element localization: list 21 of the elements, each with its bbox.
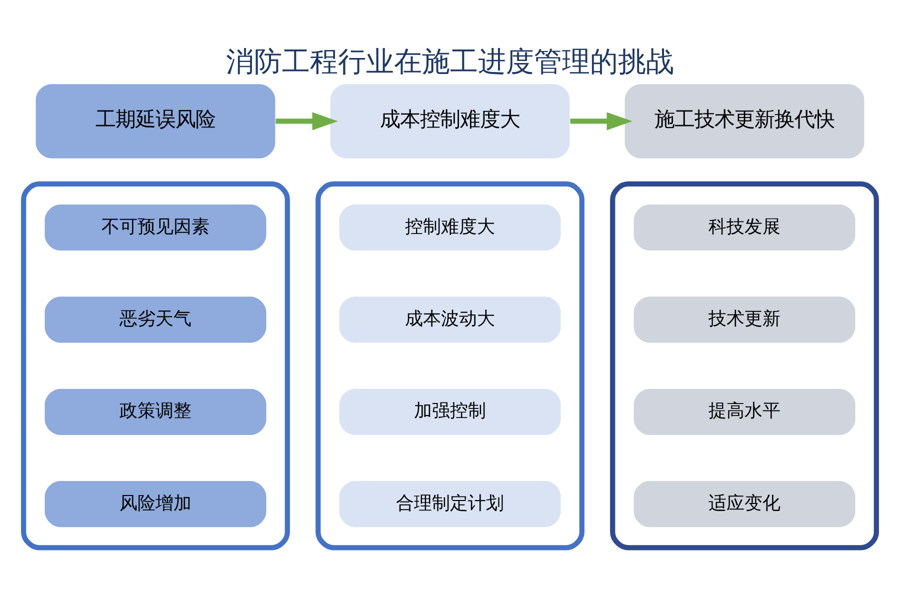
cluster <box>610 180 879 550</box>
node-box: 科技发展 <box>634 204 856 250</box>
node-box: 成本控制难度大 <box>330 84 570 158</box>
cluster <box>316 180 584 550</box>
node-box: 政策调整 <box>44 388 266 434</box>
node-box: 合理制定计划 <box>339 480 561 527</box>
diagram-title: 消防工程行业在施工进度管理的挑战 <box>226 44 674 78</box>
node-box: 风险增加 <box>44 480 266 527</box>
node-box: 提高水平 <box>634 388 856 434</box>
node-box: 恶劣天气 <box>44 296 266 342</box>
node-box: 成本波动大 <box>339 296 561 342</box>
arrow <box>276 112 338 130</box>
node-box: 工期延误风险 <box>36 84 276 158</box>
node-box: 施工技术更新换代快 <box>624 84 864 158</box>
cluster <box>21 180 290 550</box>
node-box: 不可预见因素 <box>44 204 266 250</box>
arrow <box>570 112 632 130</box>
node-box: 适应变化 <box>634 480 856 527</box>
node-box: 控制难度大 <box>339 204 561 250</box>
node-box: 加强控制 <box>339 388 561 434</box>
node-box: 技术更新 <box>634 296 856 342</box>
